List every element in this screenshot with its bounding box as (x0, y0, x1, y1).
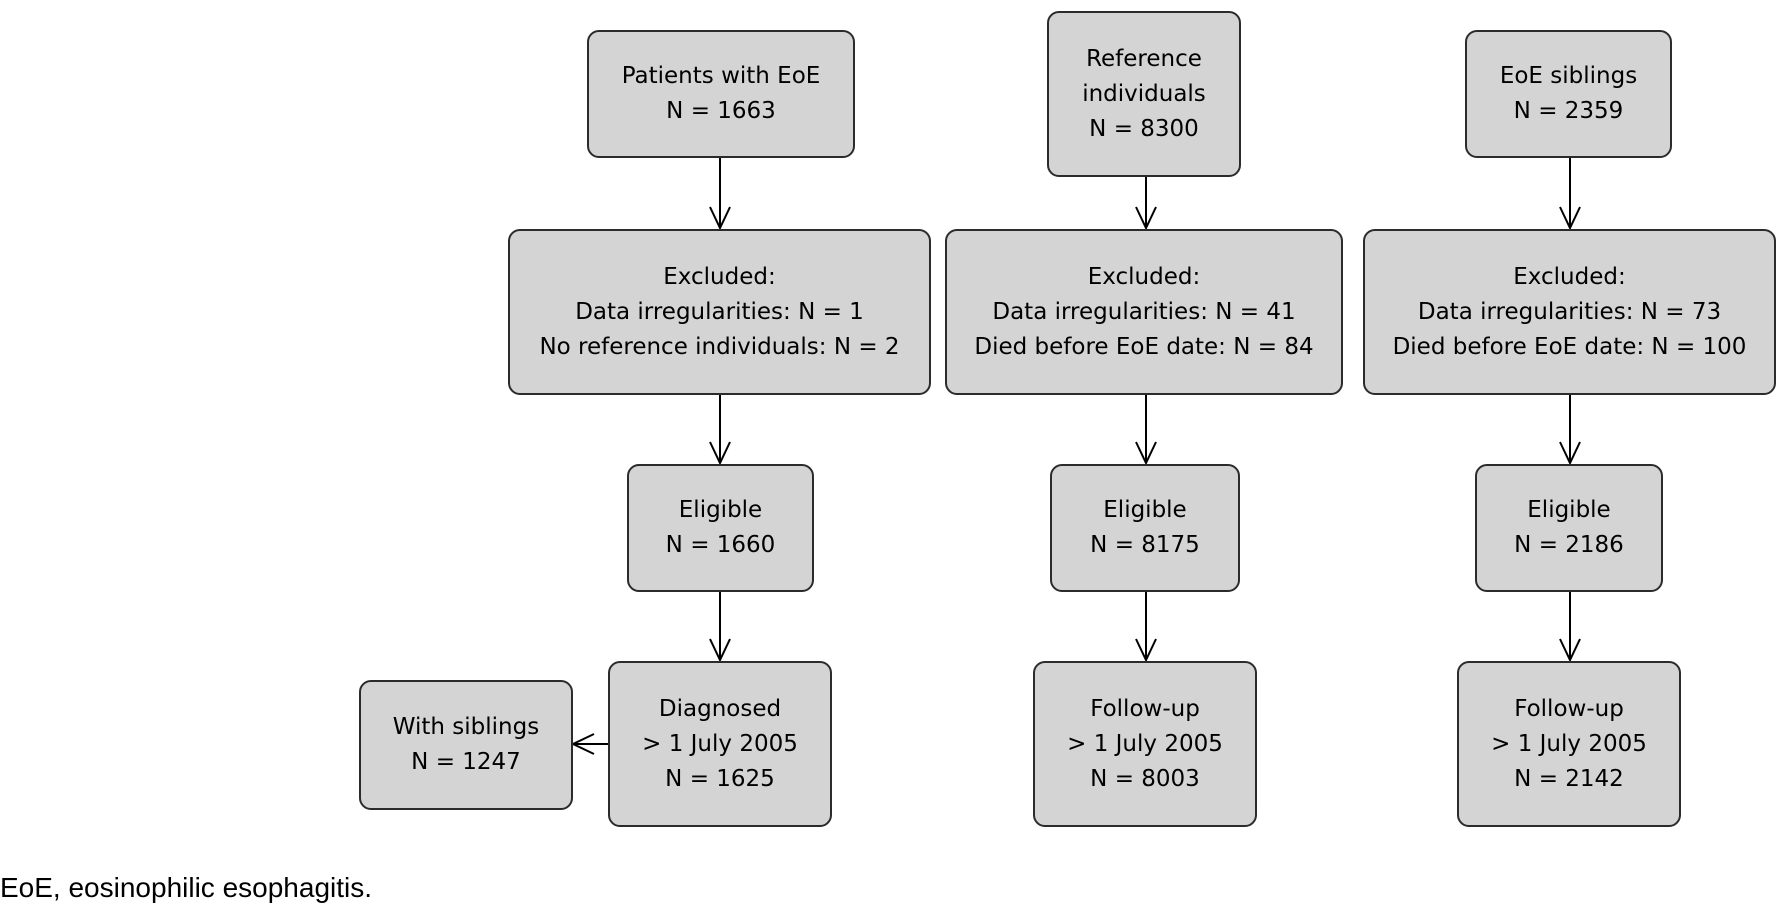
reference-box-title-line2: individuals (1082, 80, 1206, 107)
siblings-excluded-died: Died before EoE date: N = 100 (1392, 333, 1747, 360)
patients-eligible-label: Eligible (678, 497, 763, 523)
reference-box-count: N = 8300 (1089, 115, 1199, 142)
patients-excluded-heading: Excluded: (663, 263, 776, 290)
figure-footnote: EoE, eosinophilic esophagitis. (0, 872, 373, 903)
with-siblings-count: N = 1247 (411, 749, 521, 775)
siblings-followup-date: > 1 July 2005 (1491, 730, 1647, 757)
arrow-siblings-1-to-excluded (1559, 158, 1581, 231)
reference-eligible-box: Eligible N = 8175 (1050, 464, 1240, 592)
patients-diagnosed-label: Diagnosed (658, 695, 782, 722)
reference-eligible-count: N = 8175 (1090, 532, 1200, 558)
with-siblings-label: With siblings (392, 714, 540, 740)
reference-excluded-heading: Excluded: (1087, 263, 1201, 290)
reference-excluded-data-irregularities: Data irregularities: N = 41 (992, 298, 1296, 325)
patients-diagnosed-count: N = 1625 (665, 765, 775, 792)
siblings-box-count: N = 2359 (1513, 98, 1624, 124)
arrow-reference-excluded-to-eligible (1135, 395, 1157, 466)
arrow-siblings-eligible-to-followup (1559, 592, 1581, 663)
arrow-reference-eligible-to-followup (1135, 592, 1157, 663)
siblings-excluded-heading: Excluded: (1513, 263, 1626, 290)
patients-diagnosed-box: Diagnosed > 1 July 2005 N = 1625 (608, 661, 832, 827)
patients-eligible-box: Eligible N = 1660 (627, 464, 814, 592)
arrow-siblings-excluded-to-eligible (1559, 395, 1581, 466)
siblings-excluded-data-irregularities: Data irregularities: N = 73 (1417, 298, 1722, 325)
reference-eligible-label: Eligible (1103, 497, 1187, 523)
with-siblings-box: With siblings N = 1247 (359, 680, 573, 810)
reference-followup-date: > 1 July 2005 (1067, 730, 1223, 757)
reference-excluded-died: Died before EoE date: N = 84 (974, 333, 1314, 360)
reference-followup-box: Follow-up > 1 July 2005 N = 8003 (1033, 661, 1257, 827)
patients-excluded-no-reference: No reference individuals: N = 2 (539, 333, 900, 360)
siblings-excluded-box: Excluded: Data irregularities: N = 73 Di… (1363, 229, 1776, 395)
patients-box-count: N = 1663 (666, 98, 776, 124)
patients-diagnosed-date: > 1 July 2005 (642, 730, 798, 757)
siblings-eligible-box: Eligible N = 2186 (1475, 464, 1663, 592)
arrow-patients-1-to-excluded (709, 158, 731, 231)
arrow-patients-eligible-to-diagnosed (709, 592, 731, 663)
patients-excluded-box: Excluded: Data irregularities: N = 1 No … (508, 229, 931, 395)
arrow-patients-excluded-to-eligible (709, 395, 731, 466)
siblings-eligible-count: N = 2186 (1514, 532, 1624, 558)
siblings-followup-count: N = 2142 (1514, 765, 1624, 792)
arrow-reference-1-to-excluded (1135, 177, 1157, 231)
patients-with-eoe-box: Patients with EoE N = 1663 (587, 30, 855, 158)
siblings-box-title: EoE siblings (1499, 63, 1638, 89)
reference-individuals-box: Reference individuals N = 8300 (1047, 11, 1241, 177)
patients-box-title: Patients with EoE (621, 63, 821, 89)
patients-eligible-count: N = 1660 (665, 532, 776, 558)
reference-followup-label: Follow-up (1090, 695, 1200, 722)
arrow-diagnosed-to-with-siblings (570, 733, 608, 755)
siblings-followup-box: Follow-up > 1 July 2005 N = 2142 (1457, 661, 1681, 827)
reference-followup-count: N = 8003 (1090, 765, 1200, 792)
reference-excluded-box: Excluded: Data irregularities: N = 41 Di… (945, 229, 1343, 395)
siblings-eligible-label: Eligible (1527, 497, 1611, 523)
siblings-followup-label: Follow-up (1514, 695, 1624, 722)
patients-excluded-data-irregularities: Data irregularities: N = 1 (575, 298, 864, 325)
eoe-siblings-box: EoE siblings N = 2359 (1465, 30, 1672, 158)
reference-box-title-line1: Reference (1086, 45, 1202, 72)
